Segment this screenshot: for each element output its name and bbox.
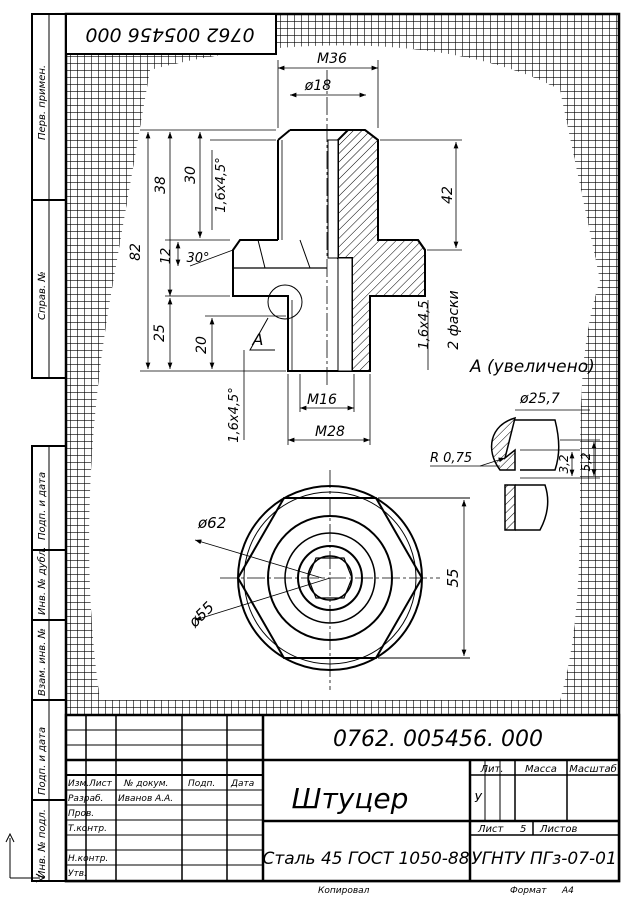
tb-col-date: Дата [230,779,254,789]
front-dimensions [140,60,462,445]
dim-d18: ø18 [304,78,331,94]
tb-row-appr: Утв. [68,869,87,879]
side-label-perv: Перв. примен. [37,65,48,140]
tb-row-dev: Разраб. [68,794,103,804]
dim-m28: M28 [315,424,345,440]
tb-format-value: А4 [561,886,574,896]
tb-col-izm: Изм. [68,779,89,789]
dim-s55: 55 [444,568,462,587]
ucs-axis-icon [5,832,46,883]
dim-d25-7: ø25,7 [519,391,560,407]
dim-chamfer-top: 1,6x4,5° [214,157,229,213]
tb-lit-value: У [474,791,482,805]
tb-sheet-label: Лист [477,824,505,835]
tb-h-scale: Масштаб [569,763,617,775]
tb-h-mass: Масса [525,764,557,775]
title-block-text: 0762. 005456. 000 Штуцер Сталь 45 ГОСТ 1… [68,727,617,896]
top-designation: 0762 005456 000 [85,24,254,46]
tb-copied: Копировал [318,886,370,896]
side-label-inv-podl: Инв. № подл. [37,809,48,878]
tb-row-tcontr: Т.контр. [68,824,107,834]
dim-two-chamfers: 2 фаски [446,290,462,349]
dim-5-2: 5,2 [579,452,593,471]
section-hatching [327,129,426,372]
tb-org: УГНТУ ПГз-07-01 [471,849,617,869]
tb-h-lit: Лит. [479,764,503,775]
title-block [64,713,621,883]
dim-38: 38 [153,176,169,194]
dim-angle-30: 30° [186,251,209,266]
side-labels: Перв. примен. Справ. № Подп. и дата Инв.… [36,65,48,878]
tb-row-dev-name: Иванов А.А. [118,794,173,804]
tb-col-doc: № докум. [123,779,168,789]
dim-chamfer-right: 1,6x4,5 [417,300,432,349]
side-label-vzam: Взам. инв. № [37,628,48,696]
side-label-sprav: Справ. № [37,271,48,320]
detail-a-marker [249,284,303,351]
dim-12: 12 [159,248,174,265]
view-a-label: A [252,330,264,349]
tb-sheets-label: Листов [539,824,577,835]
dim-30: 30 [183,166,199,184]
tb-material: Сталь 45 ГОСТ 1050-88 [262,849,469,869]
tb-designation: 0762. 005456. 000 [333,727,543,752]
enlarged-label: A (увеличено) [469,357,595,377]
side-label-podp2: Подп. и дата [37,727,48,795]
top-view [194,470,470,690]
tb-col-list: Лист [88,779,113,789]
top-designation-box: 0762 005456 000 [65,13,277,55]
dim-r075: R 0,75 [430,451,472,466]
dim-82: 82 [128,243,144,261]
dim-m16: M16 [307,392,337,408]
tb-col-sign: Подп. [188,779,215,789]
tb-row-check: Пров. [68,809,94,819]
tb-sheet-no: 5 [520,824,526,835]
tb-part-name: Штуцер [292,782,409,815]
side-label-podp1: Подп. и дата [37,472,48,540]
dim-20: 20 [194,336,210,354]
tb-row-ncontr: Н.контр. [68,854,108,864]
dim-3-2: 3,2 [557,454,571,473]
dim-25: 25 [152,324,168,342]
front-dim-labels: M36 ø18 82 38 30 1,6x4,5° 42 12 30° 25 2… [128,51,462,443]
dim-42: 42 [440,186,456,204]
dim-m36: M36 [317,51,347,67]
dim-chamfer-bottom: 1,6x4,5° [227,387,242,443]
tb-format: Формат [510,886,547,896]
dim-d62: ø62 [197,514,226,532]
detail-a-view: A (увеличено) ø25,7 R 0,75 3,2 5,2 [430,357,600,531]
side-label-inv-dubl: Инв. № дубл. [36,547,48,615]
